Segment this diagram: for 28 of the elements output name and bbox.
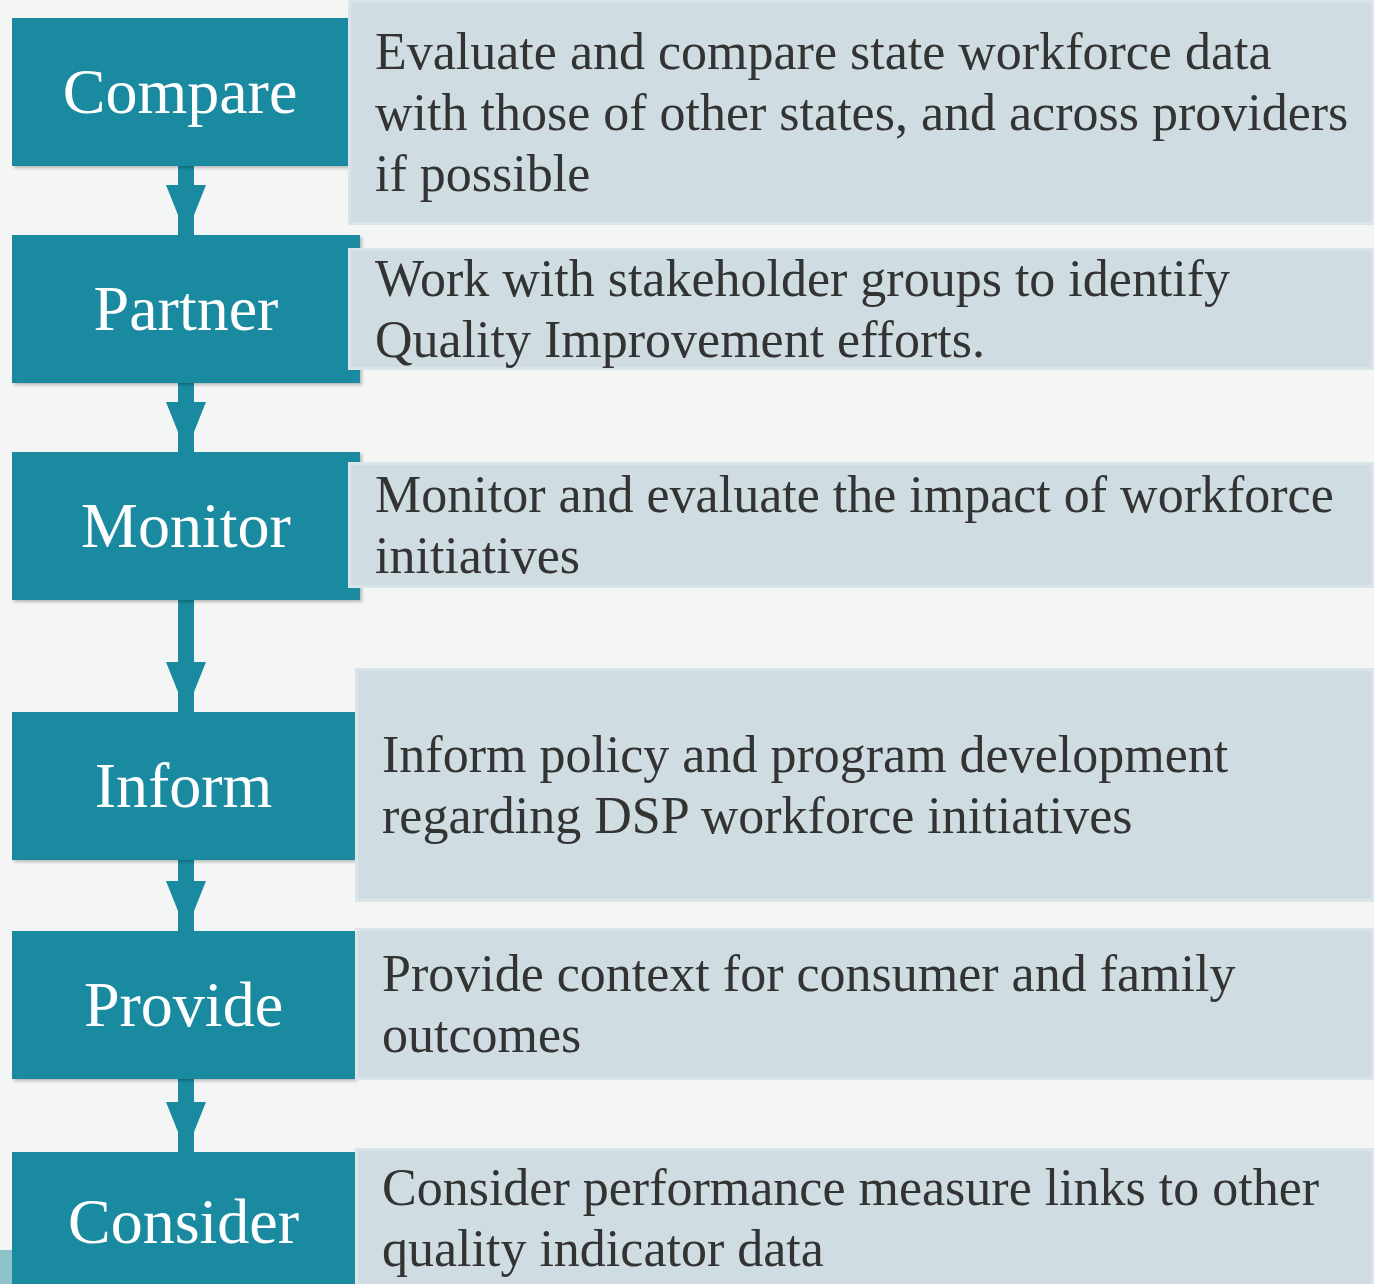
step-label: Compare [62, 55, 298, 129]
step-label: Partner [93, 272, 279, 346]
step-label: Monitor [81, 489, 291, 563]
step-box [12, 235, 360, 383]
description-text: Provide context for consumer and family outcomes [382, 944, 1237, 1065]
step-box [12, 931, 355, 1079]
description-box [355, 668, 1374, 902]
description-text: Consider performance measure links to other quality indicator data [382, 1158, 1321, 1279]
description-text: Evaluate and compare state workforce data with those of other states, and across providers if possible [375, 22, 1350, 204]
step-box [12, 18, 348, 166]
step-box [12, 452, 360, 600]
step-label: Inform [94, 749, 273, 823]
arrow [166, 600, 206, 712]
description-box [348, 0, 1374, 225]
description-text: Inform policy and program development regarding DSP workforce initiatives [382, 725, 1230, 846]
step-label: Consider [67, 1185, 300, 1259]
description-box [348, 248, 1374, 370]
step-box [12, 712, 355, 860]
arrow [166, 383, 206, 452]
step-label: Provide [83, 968, 284, 1042]
description-text: Work with stakeholder groups to identify Quality Improvement efforts. [375, 249, 1232, 370]
description-text: Monitor and evaluate the impact of workforce initiatives [375, 465, 1335, 586]
arrow [166, 1079, 206, 1152]
arrow [166, 860, 206, 931]
description-box [355, 928, 1374, 1080]
arrow [166, 166, 206, 235]
step-box [12, 1152, 355, 1284]
description-box [355, 1148, 1374, 1284]
